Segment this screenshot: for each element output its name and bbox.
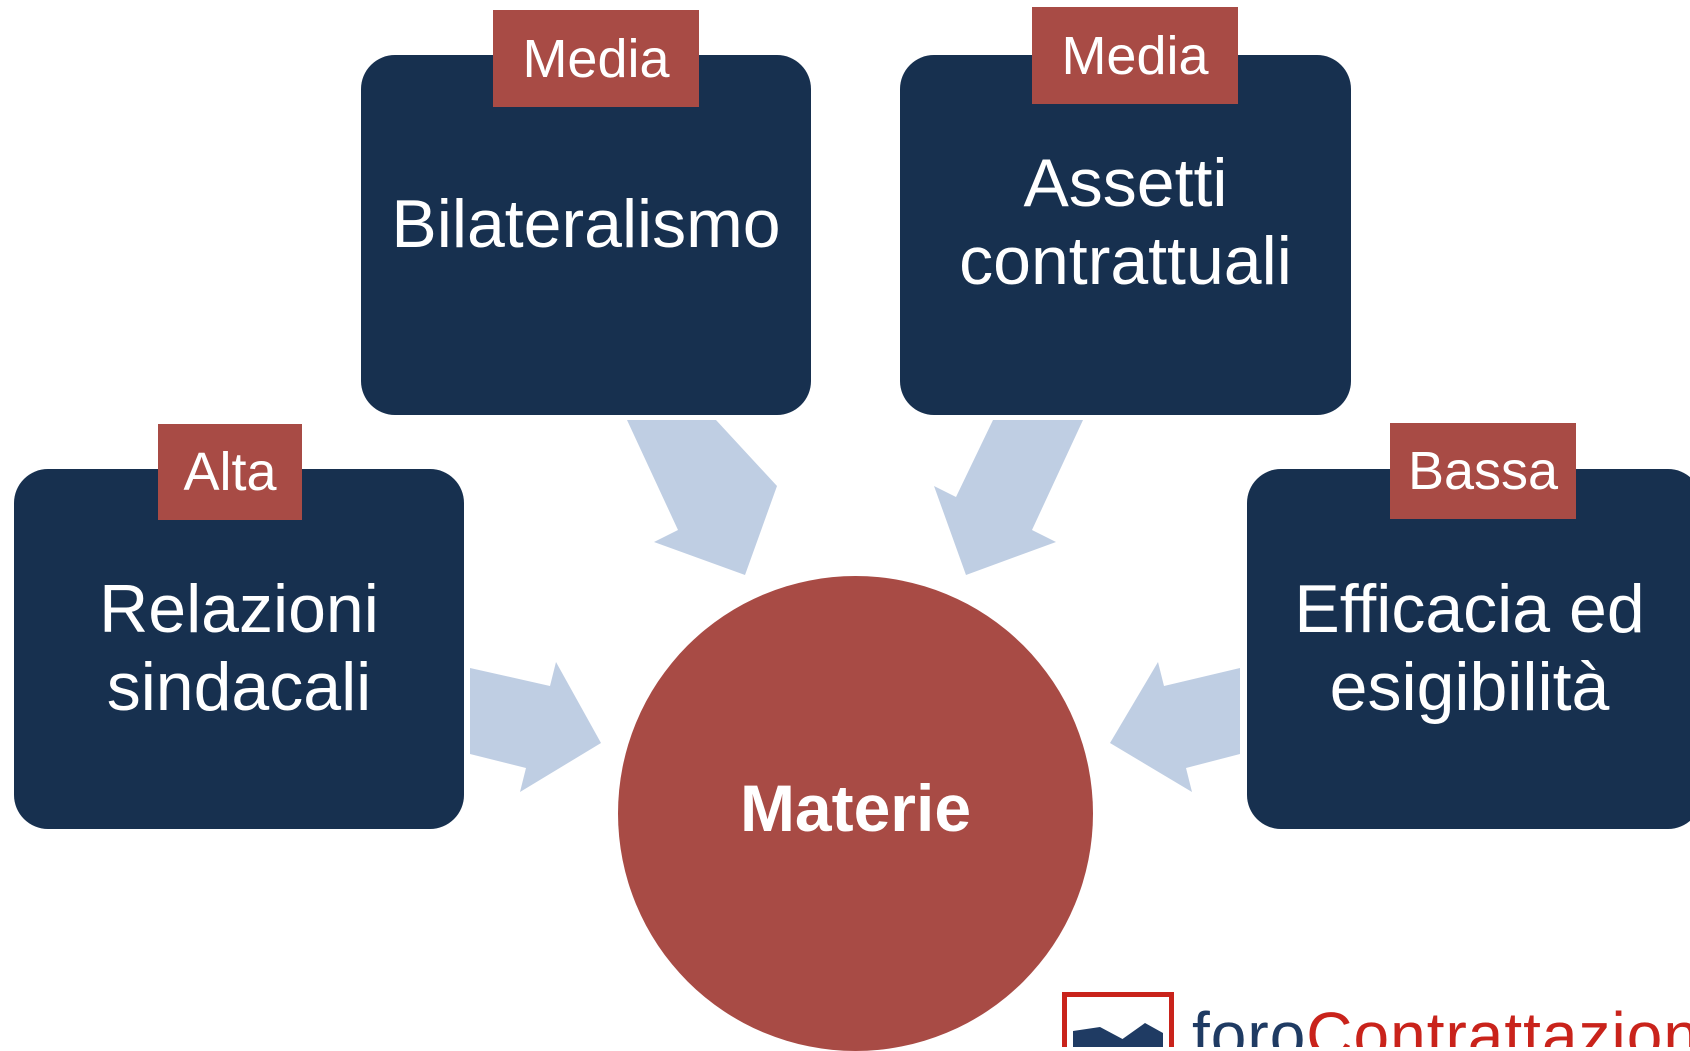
- level-badge-media-1: Media: [493, 10, 699, 107]
- arrow-efficacia-to-center: [1110, 662, 1240, 792]
- node-label: Assetti contrattuali: [959, 144, 1292, 299]
- node-efficacia-esigibilita: Efficacia ed esigibilità: [1247, 469, 1690, 829]
- arrow-assetti-to-center: [934, 420, 1083, 575]
- level-badge-label: Bassa: [1407, 441, 1559, 501]
- center-label: Materie: [739, 770, 972, 845]
- logo-mark-icon: [1062, 992, 1174, 1047]
- level-badge-label: Alta: [183, 442, 277, 502]
- logo: foroContrattazione: [1062, 990, 1690, 1047]
- level-badge-bassa: Bassa: [1390, 423, 1576, 519]
- level-badge-label: Media: [522, 28, 670, 89]
- logo-text-part2: Contrattazione: [1306, 999, 1690, 1047]
- node-relazioni-sindacali: Relazioni sindacali: [14, 469, 464, 829]
- logo-text: foroContrattazione: [1192, 998, 1690, 1047]
- node-bilateralismo: Bilateralismo: [361, 55, 811, 415]
- level-badge-media-2: Media: [1032, 7, 1238, 104]
- level-badge-label: Media: [1061, 25, 1209, 86]
- arrow-relazioni-to-center: [470, 662, 601, 792]
- node-label: Bilateralismo: [391, 186, 781, 263]
- center-circle: Materie: [618, 576, 1093, 1051]
- node-assetti-contrattuali: Assetti contrattuali: [900, 55, 1351, 415]
- node-label: Efficacia ed esigibilità: [1294, 571, 1645, 725]
- logo-text-part1: foro: [1192, 999, 1307, 1047]
- arrow-bilateralismo-to-center: [627, 420, 777, 575]
- level-badge-alta: Alta: [158, 424, 302, 520]
- node-label: Relazioni sindacali: [99, 571, 379, 725]
